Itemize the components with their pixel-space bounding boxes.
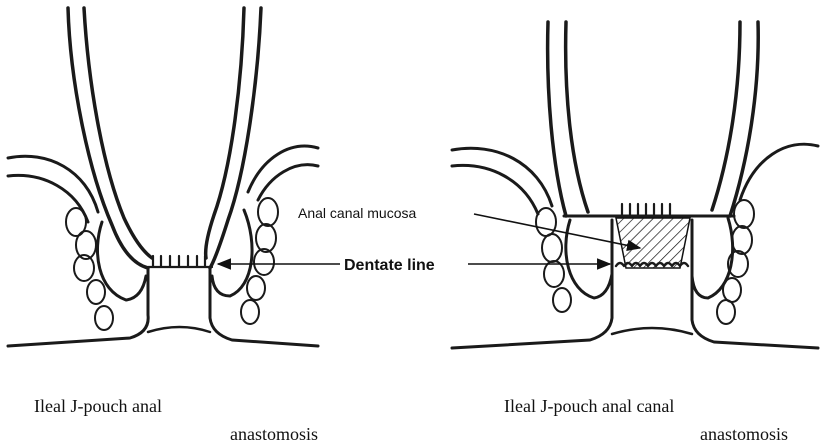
label-anal-canal-mucosa: Anal canal mucosa — [298, 205, 417, 221]
right-levator-right-upper — [740, 144, 818, 200]
left-pouch-inner-wall-left — [84, 8, 152, 258]
right-levator-left-upper — [452, 148, 552, 206]
left-pouch-outer-wall-right — [210, 8, 261, 268]
caption-left-line2: anastomosis — [230, 424, 318, 445]
right-sphincter-loop-left — [566, 220, 612, 298]
left-staple-line — [148, 256, 212, 267]
anal-canal-mucosa — [616, 218, 690, 268]
left-pouch-outer-wall-left — [68, 8, 148, 268]
right-diagram — [452, 22, 818, 348]
right-external-sphincter-right — [717, 200, 754, 324]
right-staples — [622, 204, 670, 216]
left-levator-right-lower — [258, 165, 318, 200]
left-levator-right-upper — [248, 146, 318, 192]
right-pouch-inner-wall-right — [712, 22, 740, 210]
label-dentate-line: Dentate line — [344, 257, 435, 274]
left-external-sphincter-left — [66, 208, 113, 330]
left-diagram — [8, 8, 318, 346]
caption-right-line1: Ileal J-pouch anal canal — [504, 396, 674, 417]
right-levator-left-lower — [452, 165, 538, 214]
left-anal-verge — [148, 327, 210, 332]
caption-right-line2: anastomosis — [700, 424, 788, 445]
right-pouch-outer-wall-left — [548, 22, 566, 216]
right-anal-canal-left-wall — [452, 220, 612, 348]
left-pouch-inner-wall-right — [206, 8, 244, 258]
arrow-anal-canal-mucosa — [474, 214, 640, 248]
left-anal-canal-right-wall — [210, 268, 318, 346]
left-levator-left-lower — [8, 175, 88, 222]
right-anal-verge — [612, 328, 692, 334]
caption-left-line1: Ileal J-pouch anal — [34, 396, 162, 417]
right-anal-canal-right-wall — [692, 220, 818, 348]
right-pouch-inner-wall-left — [566, 22, 588, 212]
right-sphincter-loop-right — [692, 218, 733, 298]
